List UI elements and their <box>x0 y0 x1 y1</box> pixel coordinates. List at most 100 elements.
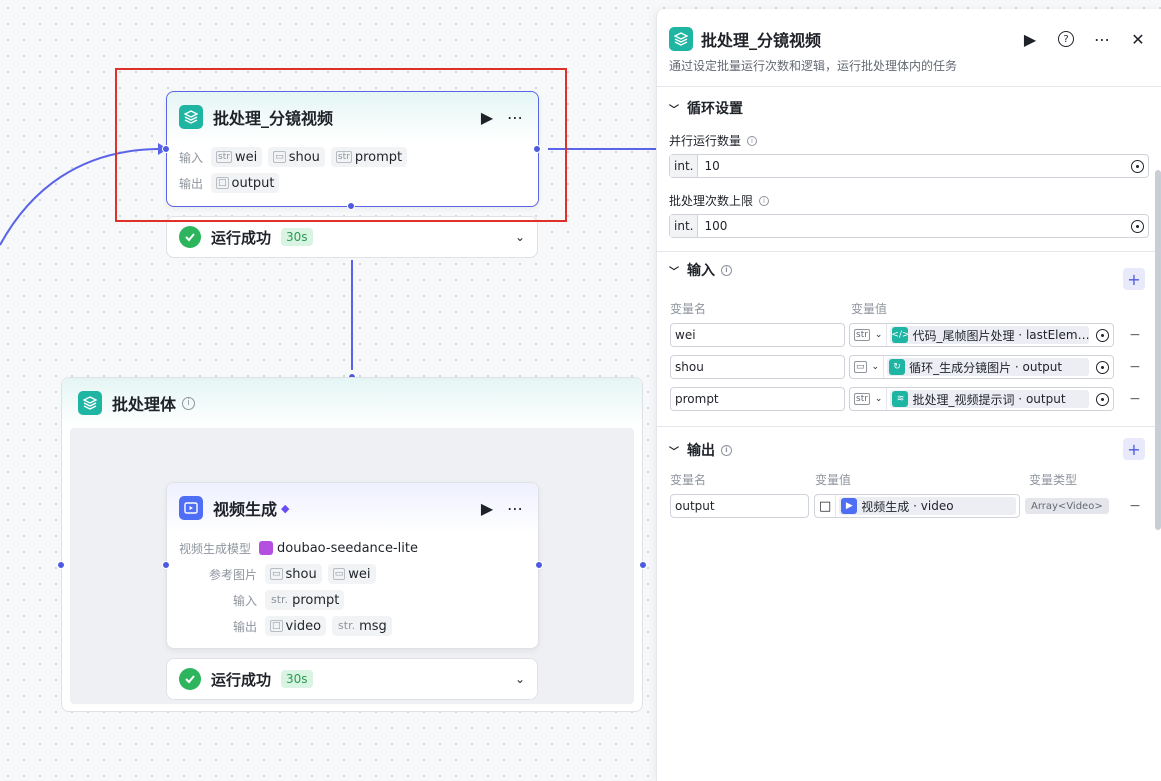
add-input-button[interactable]: + <box>1123 268 1145 290</box>
run-status[interactable]: 运行成功 30s ⌄ <box>166 216 538 258</box>
type-select[interactable]: ▭⌄ <box>850 356 885 378</box>
more-icon[interactable]: ⋯ <box>507 498 523 518</box>
batch-icon <box>669 27 693 51</box>
variable-picker-icon[interactable] <box>1096 328 1109 342</box>
remove-input-button[interactable]: − <box>1129 359 1141 375</box>
loop-icon: ↻ <box>889 359 906 375</box>
input-chip: ▭shou <box>268 147 325 167</box>
chevron-down-icon: ﹀ <box>669 446 679 458</box>
body-right-port[interactable] <box>639 561 647 569</box>
ref-chip: ▭wei <box>327 564 376 584</box>
type-select[interactable]: str⌄ <box>850 324 888 346</box>
properties-panel: 批处理_分镜视频 ▶ ? ⋯ ✕ 通过设定批量运行次数和逻辑，运行批处理体内的任… <box>656 9 1161 781</box>
type-select[interactable]: str⌄ <box>850 388 888 410</box>
video-node[interactable]: 视频生成 ◆ ▶ ⋯ 视频生成模型 doubao-seedance-lite 参… <box>166 482 539 649</box>
selection-box <box>115 68 567 222</box>
success-icon <box>179 668 201 690</box>
run-icon[interactable]: ▶ <box>480 107 494 127</box>
output-label: 输出 <box>179 176 204 191</box>
status-text: 运行成功 <box>211 670 272 689</box>
video-icon: ▶ <box>841 498 858 514</box>
body-left-port[interactable] <box>57 561 65 569</box>
ref-label: 参考图片 <box>208 567 257 582</box>
remove-input-button[interactable]: − <box>1129 391 1141 407</box>
node-title: 视频生成 <box>213 500 278 519</box>
body-port[interactable] <box>347 202 355 210</box>
info-icon[interactable]: i <box>721 444 732 456</box>
output-var-name[interactable]: output <box>670 494 809 518</box>
output-chip: □video <box>265 616 327 636</box>
remove-output-button[interactable]: − <box>1129 498 1141 514</box>
run-status[interactable]: 运行成功 30s ⌄ <box>166 658 538 700</box>
input-port[interactable] <box>162 145 170 153</box>
model-name: doubao-seedance-lite <box>277 540 418 556</box>
output-chip: str.msg <box>332 616 392 636</box>
panel-title: 批处理_分镜视频 <box>701 31 822 50</box>
scrollbar[interactable] <box>1155 170 1161 530</box>
col-header-name: 变量名 <box>670 473 707 487</box>
variable-picker-icon[interactable] <box>1096 392 1109 406</box>
loop-section-header[interactable]: ﹀循环设置 <box>669 101 743 117</box>
input-var-name[interactable]: prompt <box>670 387 845 411</box>
input-var-ref[interactable]: str⌄ ≋批处理_视频提示词 · output <box>849 387 1114 411</box>
stepper-icon[interactable] <box>1131 219 1144 233</box>
info-icon[interactable]: i <box>182 396 196 410</box>
output-label: 输出 <box>232 619 257 634</box>
input-var-name[interactable]: wei <box>670 323 845 347</box>
col-header-type: 变量类型 <box>1029 473 1078 487</box>
time-badge: 30s <box>281 228 313 246</box>
info-icon[interactable]: i <box>759 195 770 206</box>
output-port[interactable] <box>535 561 543 569</box>
add-output-button[interactable]: + <box>1123 438 1145 460</box>
model-icon <box>259 541 274 555</box>
input-var-ref[interactable]: ▭⌄ ↻循环_生成分镜图片 · output <box>849 355 1114 379</box>
stepper-icon[interactable] <box>1131 159 1144 173</box>
info-icon[interactable]: i <box>747 135 758 146</box>
status-text: 运行成功 <box>211 228 272 247</box>
variable-picker-icon[interactable] <box>1096 360 1109 374</box>
max-input[interactable]: int.100 <box>669 214 1149 238</box>
input-var-name[interactable]: shou <box>670 355 845 379</box>
node-title: 批处理_分镜视频 <box>213 109 334 128</box>
info-icon[interactable]: i <box>721 264 732 276</box>
input-label: 输入 <box>179 150 204 165</box>
output-chip: □output <box>211 173 280 193</box>
more-icon[interactable]: ⋯ <box>507 107 523 127</box>
more-icon[interactable]: ⋯ <box>1094 29 1110 49</box>
input-label: 输入 <box>232 593 257 608</box>
time-badge: 30s <box>281 670 313 688</box>
run-icon[interactable]: ▶ <box>1023 29 1037 49</box>
col-header-name: 变量名 <box>670 302 707 316</box>
input-var-ref[interactable]: str⌄ </>代码_尾帧图片处理 · lastElem… <box>849 323 1114 347</box>
col-header-value: 变量值 <box>851 302 888 316</box>
batch-icon <box>179 105 203 129</box>
chevron-down-icon[interactable]: ⌄ <box>514 672 525 686</box>
video-icon <box>179 496 203 520</box>
parallel-input[interactable]: int.10 <box>669 154 1149 178</box>
success-icon <box>179 226 201 248</box>
run-icon[interactable]: ▶ <box>480 498 494 518</box>
close-icon[interactable]: ✕ <box>1131 29 1145 49</box>
col-header-value: 变量值 <box>815 473 852 487</box>
help-icon[interactable]: ? <box>1055 28 1077 50</box>
chevron-down-icon: ﹀ <box>669 104 679 116</box>
premium-icon: ◆ <box>281 501 290 515</box>
folder-icon: □ <box>815 495 837 517</box>
remove-input-button[interactable]: − <box>1129 327 1141 343</box>
batch-icon <box>78 391 102 415</box>
code-icon: </> <box>891 327 910 343</box>
ref-chip: ▭shou <box>265 564 322 584</box>
output-var-ref[interactable]: □ ▶视频生成 · video <box>814 494 1020 518</box>
output-port[interactable] <box>533 145 541 153</box>
panel-description: 通过设定批量运行次数和逻辑，运行批处理体内的任务 <box>669 59 958 73</box>
chevron-down-icon[interactable]: ⌄ <box>514 230 525 244</box>
model-label: 视频生成模型 <box>179 541 252 556</box>
input-port[interactable] <box>162 561 170 569</box>
